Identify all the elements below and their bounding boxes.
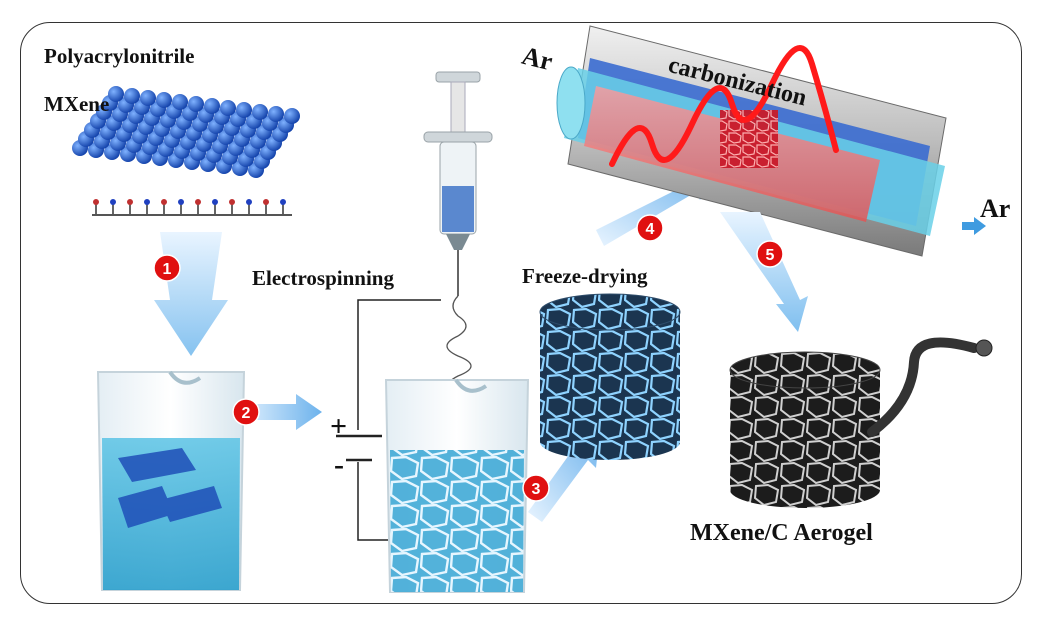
step-badge-2 [232,398,260,426]
step-number-5: 5 [766,247,775,264]
arrow-step-5 [720,212,808,332]
heating-coil [609,45,839,167]
label-minus-terminal: - [334,448,344,481]
pan-atom [229,199,235,205]
freeze-dried-aerogel [539,293,681,460]
beaker-2-foam [390,450,524,592]
label-electrospinning: Electrospinning [252,266,394,290]
step-number-1: 1 [163,261,172,278]
mxene-atom [172,94,188,110]
label-polyacrylonitrile: Polyacrylonitrile [44,44,195,68]
label-freeze-drying: Freeze-drying [522,264,648,288]
mxene-atom-lattice [72,86,300,215]
step-badge-3 [522,474,550,502]
mxene-pan-structure [72,86,300,216]
pan-atom [246,199,252,205]
step-badge-5 [756,240,784,268]
pan-atom [280,199,286,205]
label-plus-terminal: + [330,410,348,443]
tube-furnace [556,25,947,257]
dispersed-mxene-flakes [118,448,222,528]
gas-outlet-arrow [962,217,986,235]
pan-atom [144,199,150,205]
pan-atom [178,199,184,205]
pan-atom [93,199,99,205]
electrospinning-circuit [336,299,441,541]
arrow-step-2 [236,394,322,430]
mxene-atom [108,86,124,102]
mxene-c-aerogel [729,337,993,508]
circuit-wire-top [357,299,441,430]
step-number-4: 4 [646,221,655,238]
step-badge-1 [153,254,181,282]
circuit-wire-bottom [357,462,394,541]
syringe-solution [442,186,474,232]
mxene-atom [252,104,268,120]
arrow-step-1 [154,232,228,356]
mxene-atom [204,98,220,114]
beaker-1 [96,370,246,591]
step-number-3: 3 [532,481,541,498]
mxene-atom [140,90,156,106]
step-number-2: 2 [242,405,251,422]
pan-atom [195,199,201,205]
mxene-atom [268,106,284,122]
label-ar-outlet: Ar [980,194,1011,223]
mxene-atom [156,92,172,108]
pan-atom [263,199,269,205]
mxene-atom [236,102,252,118]
pan-atom [161,199,167,205]
mxene-atom [188,96,204,112]
beaker-2 [384,378,530,593]
tube-end-left [556,66,586,140]
step-badges: 1 2 3 4 5 [153,214,784,502]
pan-atom [212,199,218,205]
pan-atom [110,199,116,205]
polymer-jet [446,295,472,397]
label-mxene-c-aerogel: MXene/C Aerogel [690,520,873,546]
mxene-atom [220,100,236,116]
step-badge-4 [636,214,664,242]
syringe [423,71,493,397]
pan-atom [127,199,133,205]
flexible-film-roll [867,337,979,437]
mxene-atom [284,108,300,124]
mxene-atom [124,88,140,104]
label-mxene: MXene [44,92,110,116]
